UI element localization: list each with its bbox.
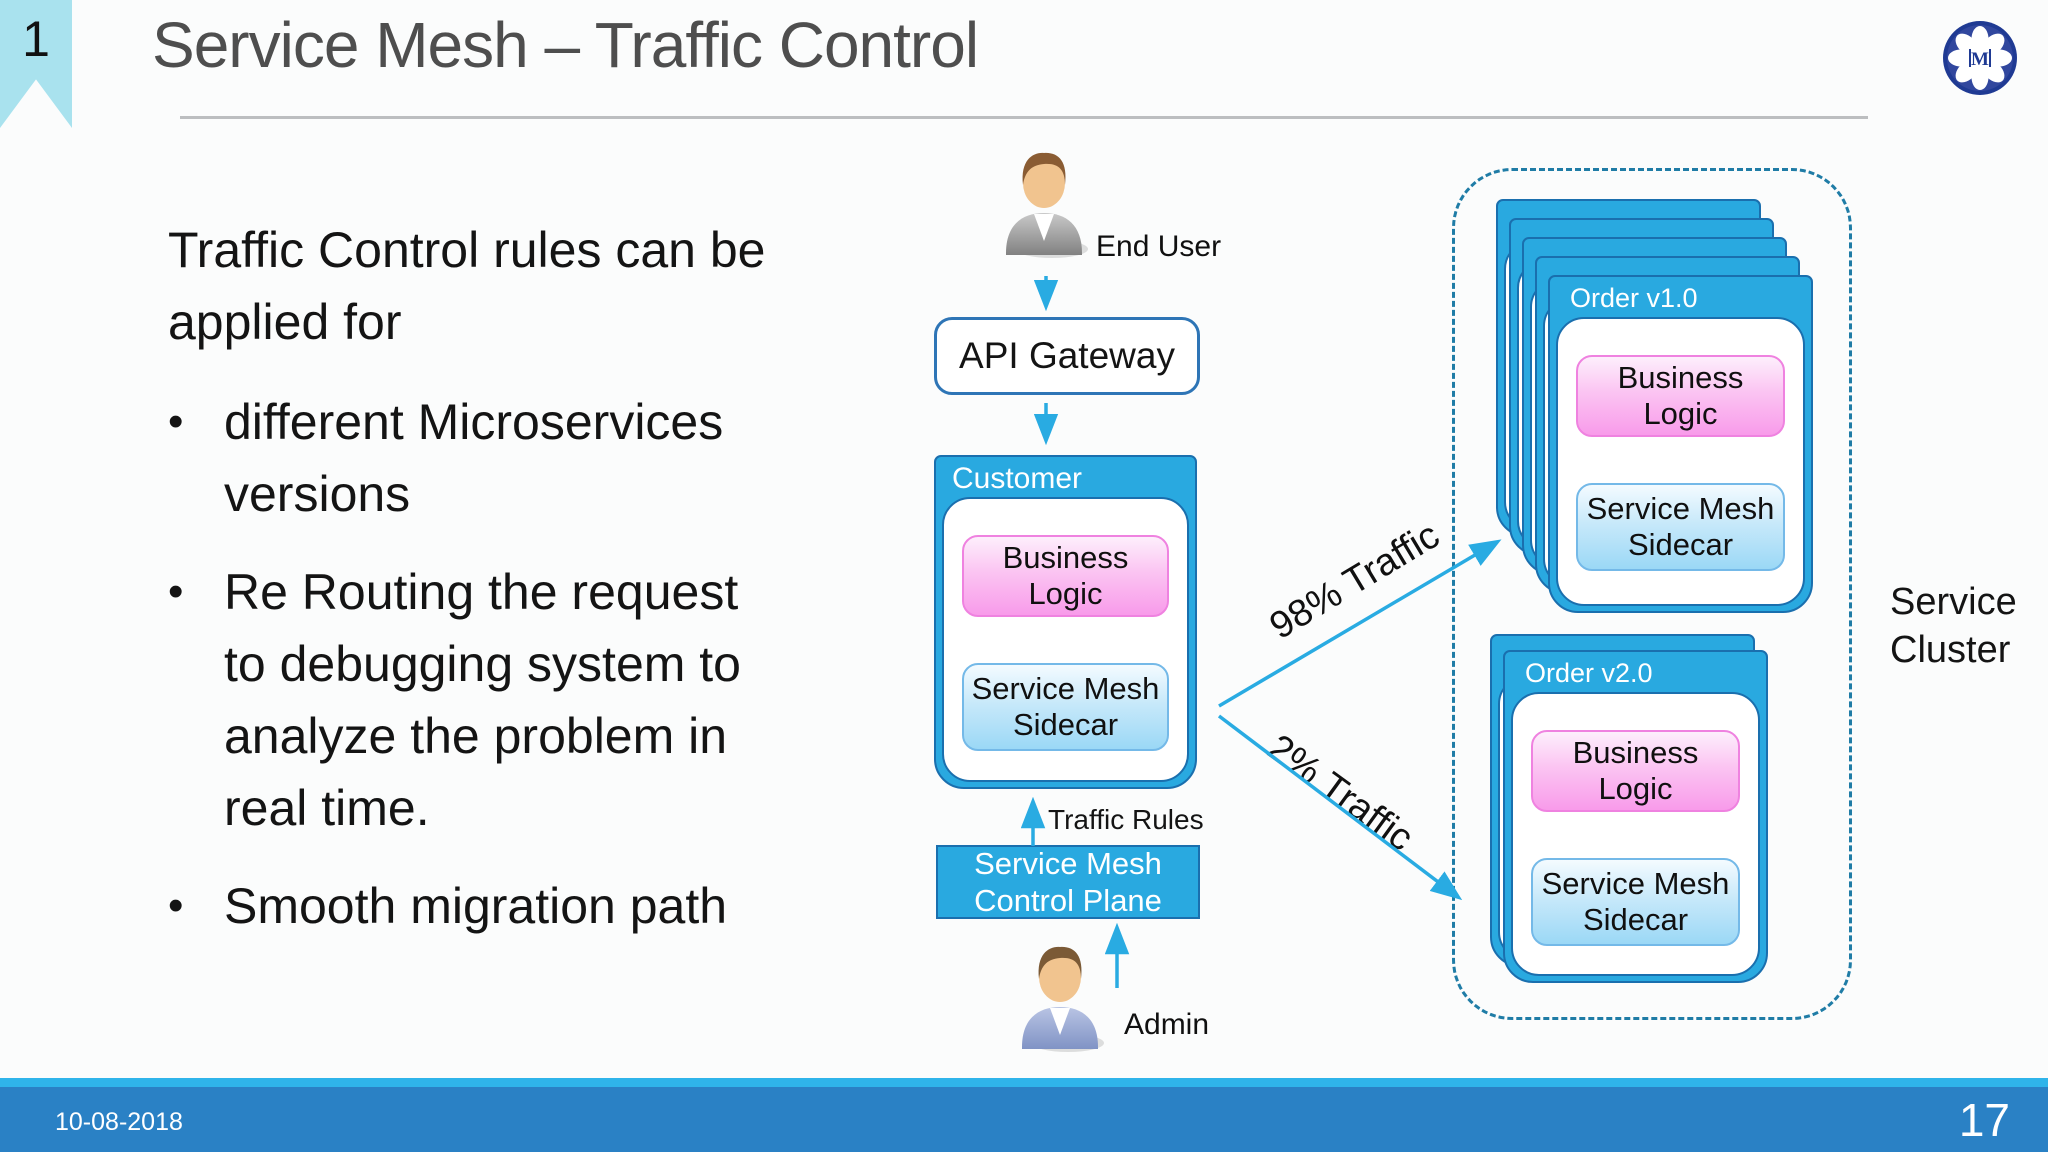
intro-text: Traffic Control rules can be applied for	[168, 222, 766, 350]
order-v2-title: Order v2.0	[1525, 658, 1653, 688]
title-divider	[180, 116, 1868, 119]
admin-icon	[1014, 940, 1106, 1054]
ribbon-number: 1	[22, 11, 50, 67]
business-logic-box: Business Logic	[1576, 355, 1785, 437]
traffic-2-label: 2% Traffic	[1259, 726, 1421, 860]
footer-bar	[0, 1087, 2048, 1152]
end-user-label: End User	[1096, 230, 1222, 263]
business-logic-box: Business Logic	[962, 535, 1169, 617]
end-user-icon	[998, 146, 1090, 260]
business-logic-box: Business Logic	[1531, 730, 1740, 812]
sidecar-box: Service Mesh Sidecar	[962, 663, 1169, 751]
order-v2-node: Order v2.0 Business Logic Service Mesh S…	[1503, 650, 1768, 983]
bullet-icon: •	[168, 881, 184, 930]
order-v2-body: Business Logic Service Mesh Sidecar	[1511, 692, 1760, 976]
page-title: Service Mesh – Traffic Control	[152, 9, 979, 81]
customer-title: Customer	[952, 462, 1083, 495]
order-v1-node: Order v1.0 Business Logic Service Mesh S…	[1548, 275, 1813, 613]
bullet-text: Re Routing the request to debugging syst…	[224, 564, 741, 836]
order-v1-body: Business Logic Service Mesh Sidecar	[1556, 317, 1805, 606]
bullet-icon: •	[168, 567, 184, 616]
api-gateway-node: API Gateway	[934, 317, 1200, 395]
list-item: • Smooth migration path	[168, 870, 908, 942]
logo-letter: M	[1971, 49, 1989, 70]
sidecar-box: Service Mesh Sidecar	[1531, 858, 1740, 946]
page-number: 17	[1958, 1094, 2010, 1146]
list-item: • different Microservices versions	[168, 386, 908, 530]
slide-number-ribbon: 1	[0, 0, 72, 128]
service-cluster-label: Service Cluster	[1890, 581, 2017, 671]
bullet-icon: •	[168, 397, 184, 446]
footer-date: 10-08-2018	[55, 1108, 183, 1136]
control-plane-node: Service Mesh Control Plane	[936, 845, 1200, 919]
bullet-text: different Microservices versions	[224, 394, 724, 522]
traffic-rules-label: Traffic Rules	[1048, 804, 1204, 835]
sidecar-box: Service Mesh Sidecar	[1576, 483, 1785, 571]
body-text-block: Traffic Control rules can be applied for…	[168, 214, 908, 968]
bullet-text: Smooth migration path	[224, 878, 728, 934]
list-item: • Re Routing the request to debugging sy…	[168, 556, 908, 844]
api-gateway-label: API Gateway	[959, 335, 1175, 376]
customer-body: Business Logic Service Mesh Sidecar	[942, 497, 1189, 782]
footer-accent-strip	[0, 1078, 2048, 1087]
company-logo-icon: M	[1940, 18, 2020, 98]
admin-label: Admin	[1124, 1008, 1210, 1041]
order-v1-title: Order v1.0	[1570, 283, 1698, 313]
customer-node: Customer Business Logic Service Mesh Sid…	[934, 455, 1197, 789]
